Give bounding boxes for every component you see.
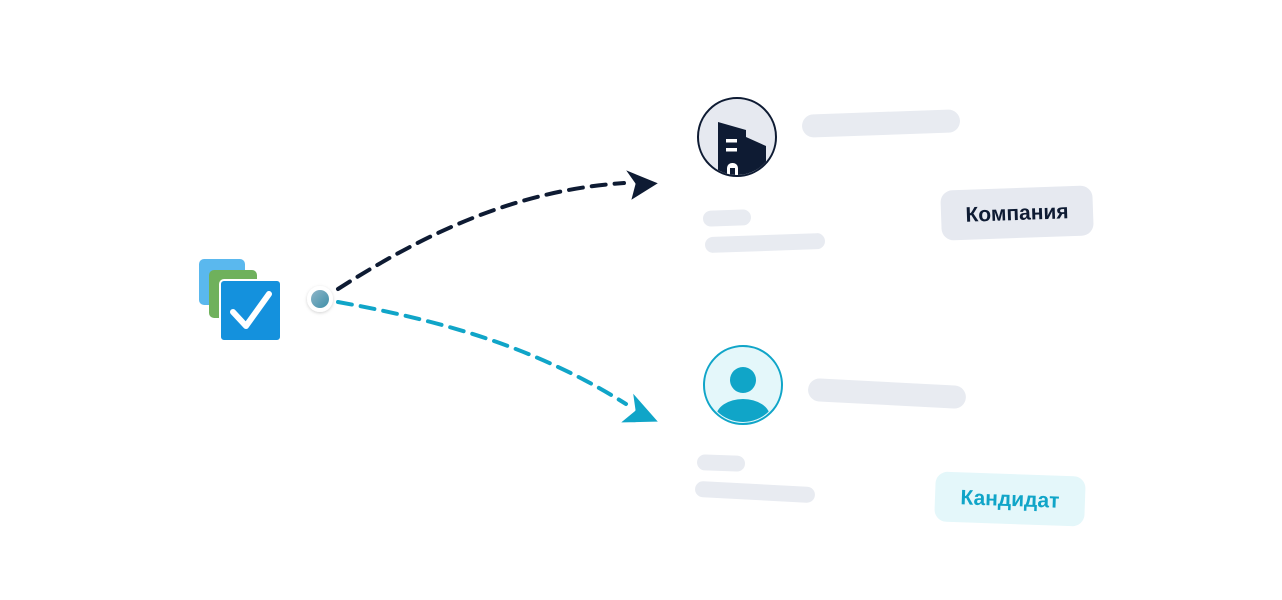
company-detail-placeholder-short	[703, 209, 751, 227]
origin-dot	[307, 286, 333, 312]
task-cards-checkmark-icon	[199, 259, 282, 342]
company-arrow	[336, 165, 663, 291]
company-tag: Компания	[940, 185, 1094, 241]
company-detail-placeholder-long	[705, 233, 825, 253]
candidate-tag: Кандидат	[934, 471, 1086, 527]
company-name-placeholder	[802, 109, 960, 138]
company-tag-label: Компания	[965, 200, 1069, 227]
office-building-icon	[697, 97, 777, 177]
candidate-detail-placeholder-long	[695, 481, 815, 503]
candidate-card: Кандидат	[695, 345, 1086, 527]
company-card: Компания	[697, 97, 1094, 253]
candidate-tag-label: Кандидат	[960, 486, 1060, 512]
candidate-arrow	[336, 300, 663, 426]
candidate-detail-placeholder-short	[697, 454, 745, 472]
person-avatar-icon	[703, 345, 783, 425]
candidate-name-placeholder	[808, 378, 966, 409]
